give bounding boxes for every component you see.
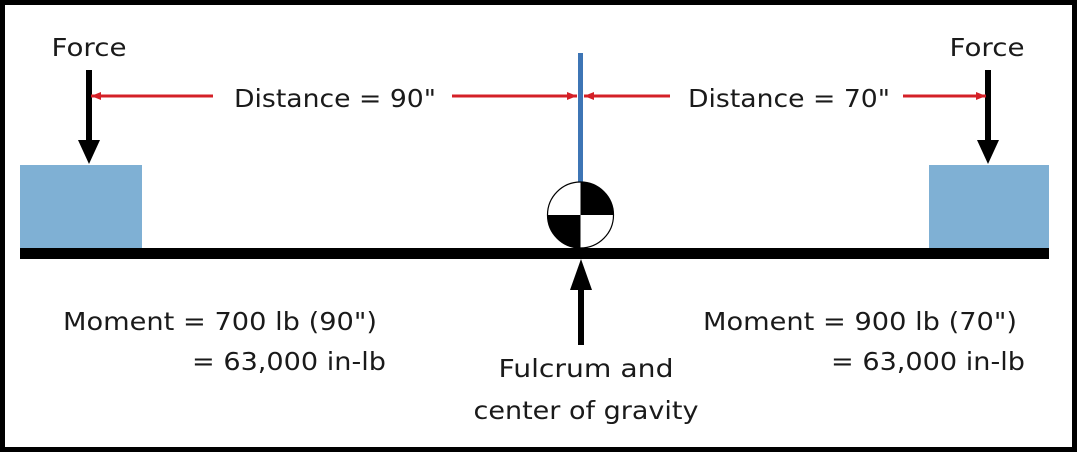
right-distance-label: Distance = 70" xyxy=(688,84,890,113)
left-force-label: Force xyxy=(52,33,127,62)
left-moment-line1: Moment = 700 lb (90") xyxy=(63,307,377,336)
fulcrum-label-line1: Fulcrum and xyxy=(499,354,674,383)
left-force-arrow-icon xyxy=(78,70,100,164)
right-moment-line2: = 63,000 in-lb xyxy=(831,347,1025,376)
right-moment-line1: Moment = 900 lb (70") xyxy=(703,307,1017,336)
left-moment-line2: = 63,000 in-lb xyxy=(192,347,386,376)
right-force-label: Force xyxy=(950,33,1025,62)
lever-beam xyxy=(20,248,1049,259)
right-weight-box xyxy=(929,165,1049,249)
fulcrum-arrow-icon xyxy=(570,259,592,345)
center-datum-line xyxy=(578,53,583,183)
left-weight-box xyxy=(20,165,142,249)
right-force-arrow-icon xyxy=(977,70,999,164)
center-of-gravity-icon xyxy=(546,181,615,249)
left-distance-label: Distance = 90" xyxy=(234,84,436,113)
fulcrum-label-line2: center of gravity xyxy=(474,396,699,425)
